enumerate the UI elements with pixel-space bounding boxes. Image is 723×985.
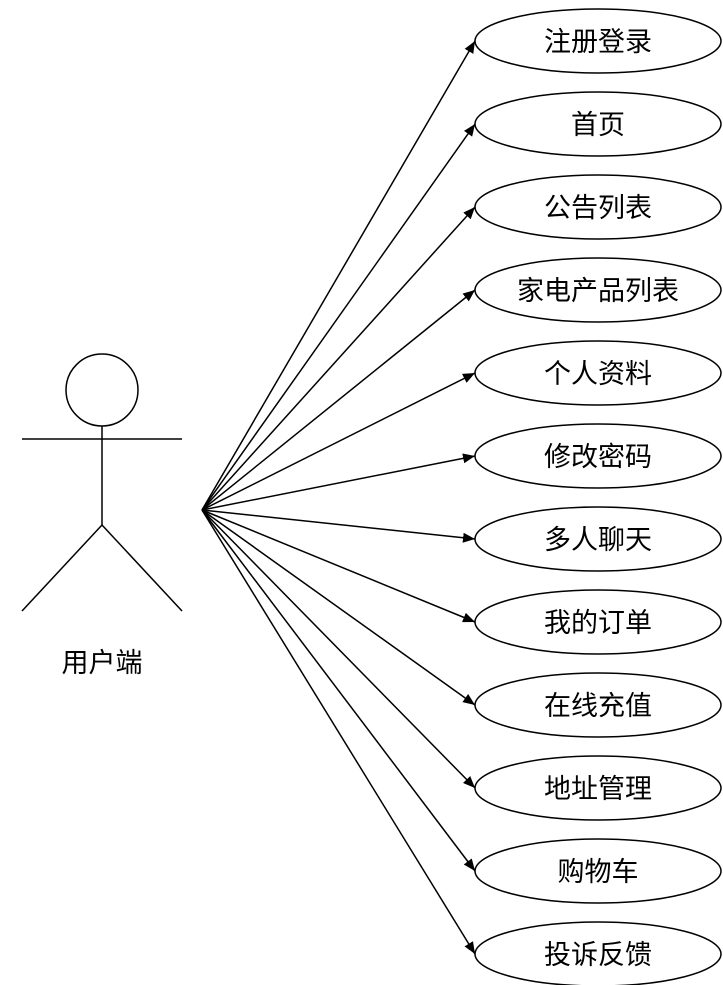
use-case-ellipse: [474, 589, 722, 655]
uc-appliance-list: 家电产品列表: [474, 257, 722, 323]
use-case-label: 投诉反馈: [544, 940, 652, 971]
association-arrow: [201, 509, 476, 623]
use-case-ellipse: [474, 838, 722, 904]
uc-address-management: 地址管理: [474, 755, 722, 821]
actor: 用户端: [21, 353, 183, 679]
use-case-label: 公告列表: [544, 193, 652, 224]
use-case-label: 家电产品列表: [517, 276, 679, 307]
use-case-label: 多人聊天: [544, 525, 652, 556]
uc-online-recharge: 在线充值: [474, 672, 722, 738]
use-case-label: 个人资料: [544, 359, 652, 390]
use-case-ellipse: [474, 506, 722, 572]
association-arrow: [201, 123, 476, 511]
use-case-label: 首页: [571, 110, 625, 141]
association-arrow: [201, 289, 476, 511]
use-case-label: 修改密码: [544, 442, 652, 473]
association-arrow: [201, 206, 476, 511]
uc-announcements: 公告列表: [474, 174, 722, 240]
uc-home: 首页: [474, 91, 722, 157]
association-arrow: [201, 509, 476, 955]
uc-group-chat: 多人聊天: [474, 506, 722, 572]
uc-feedback: 投诉反馈: [474, 921, 722, 985]
use-case-ellipse: [474, 174, 722, 240]
use-case-label: 购物车: [558, 857, 639, 888]
actor-label: 用户端: [62, 648, 143, 679]
association-arrow: [201, 372, 476, 511]
associations: [201, 40, 476, 955]
use-case-ellipse: [474, 91, 722, 157]
actor-right-leg: [101, 524, 183, 612]
use-case-label: 地址管理: [544, 774, 652, 805]
association-arrow: [201, 453, 476, 511]
association-arrow: [201, 509, 476, 789]
use-case-ellipse: [474, 921, 722, 985]
uc-my-orders: 我的订单: [474, 589, 722, 655]
association-arrow: [201, 509, 476, 543]
use-case-ellipse: [474, 423, 722, 489]
uc-shopping-cart: 购物车: [474, 838, 722, 904]
actor-head: [65, 353, 139, 427]
actor-left-leg: [21, 524, 103, 612]
uc-register-login: 注册登录: [474, 8, 722, 74]
uc-change-password: 修改密码: [474, 423, 722, 489]
association-arrow: [201, 509, 476, 706]
uc-profile: 个人资料: [474, 340, 722, 406]
use-cases: 注册登录首页公告列表家电产品列表个人资料修改密码多人聊天我的订单在线充值地址管理…: [474, 8, 722, 985]
use-case-label: 注册登录: [544, 27, 652, 58]
use-case-ellipse: [474, 672, 722, 738]
use-case-ellipse: [474, 755, 722, 821]
use-case-label: 我的订单: [544, 608, 652, 639]
association-arrow: [201, 40, 476, 511]
use-case-label: 在线充值: [544, 691, 652, 722]
use-case-ellipse: [474, 257, 722, 323]
use-case-ellipse: [474, 340, 722, 406]
association-arrow: [201, 509, 476, 872]
use-case-ellipse: [474, 8, 722, 74]
